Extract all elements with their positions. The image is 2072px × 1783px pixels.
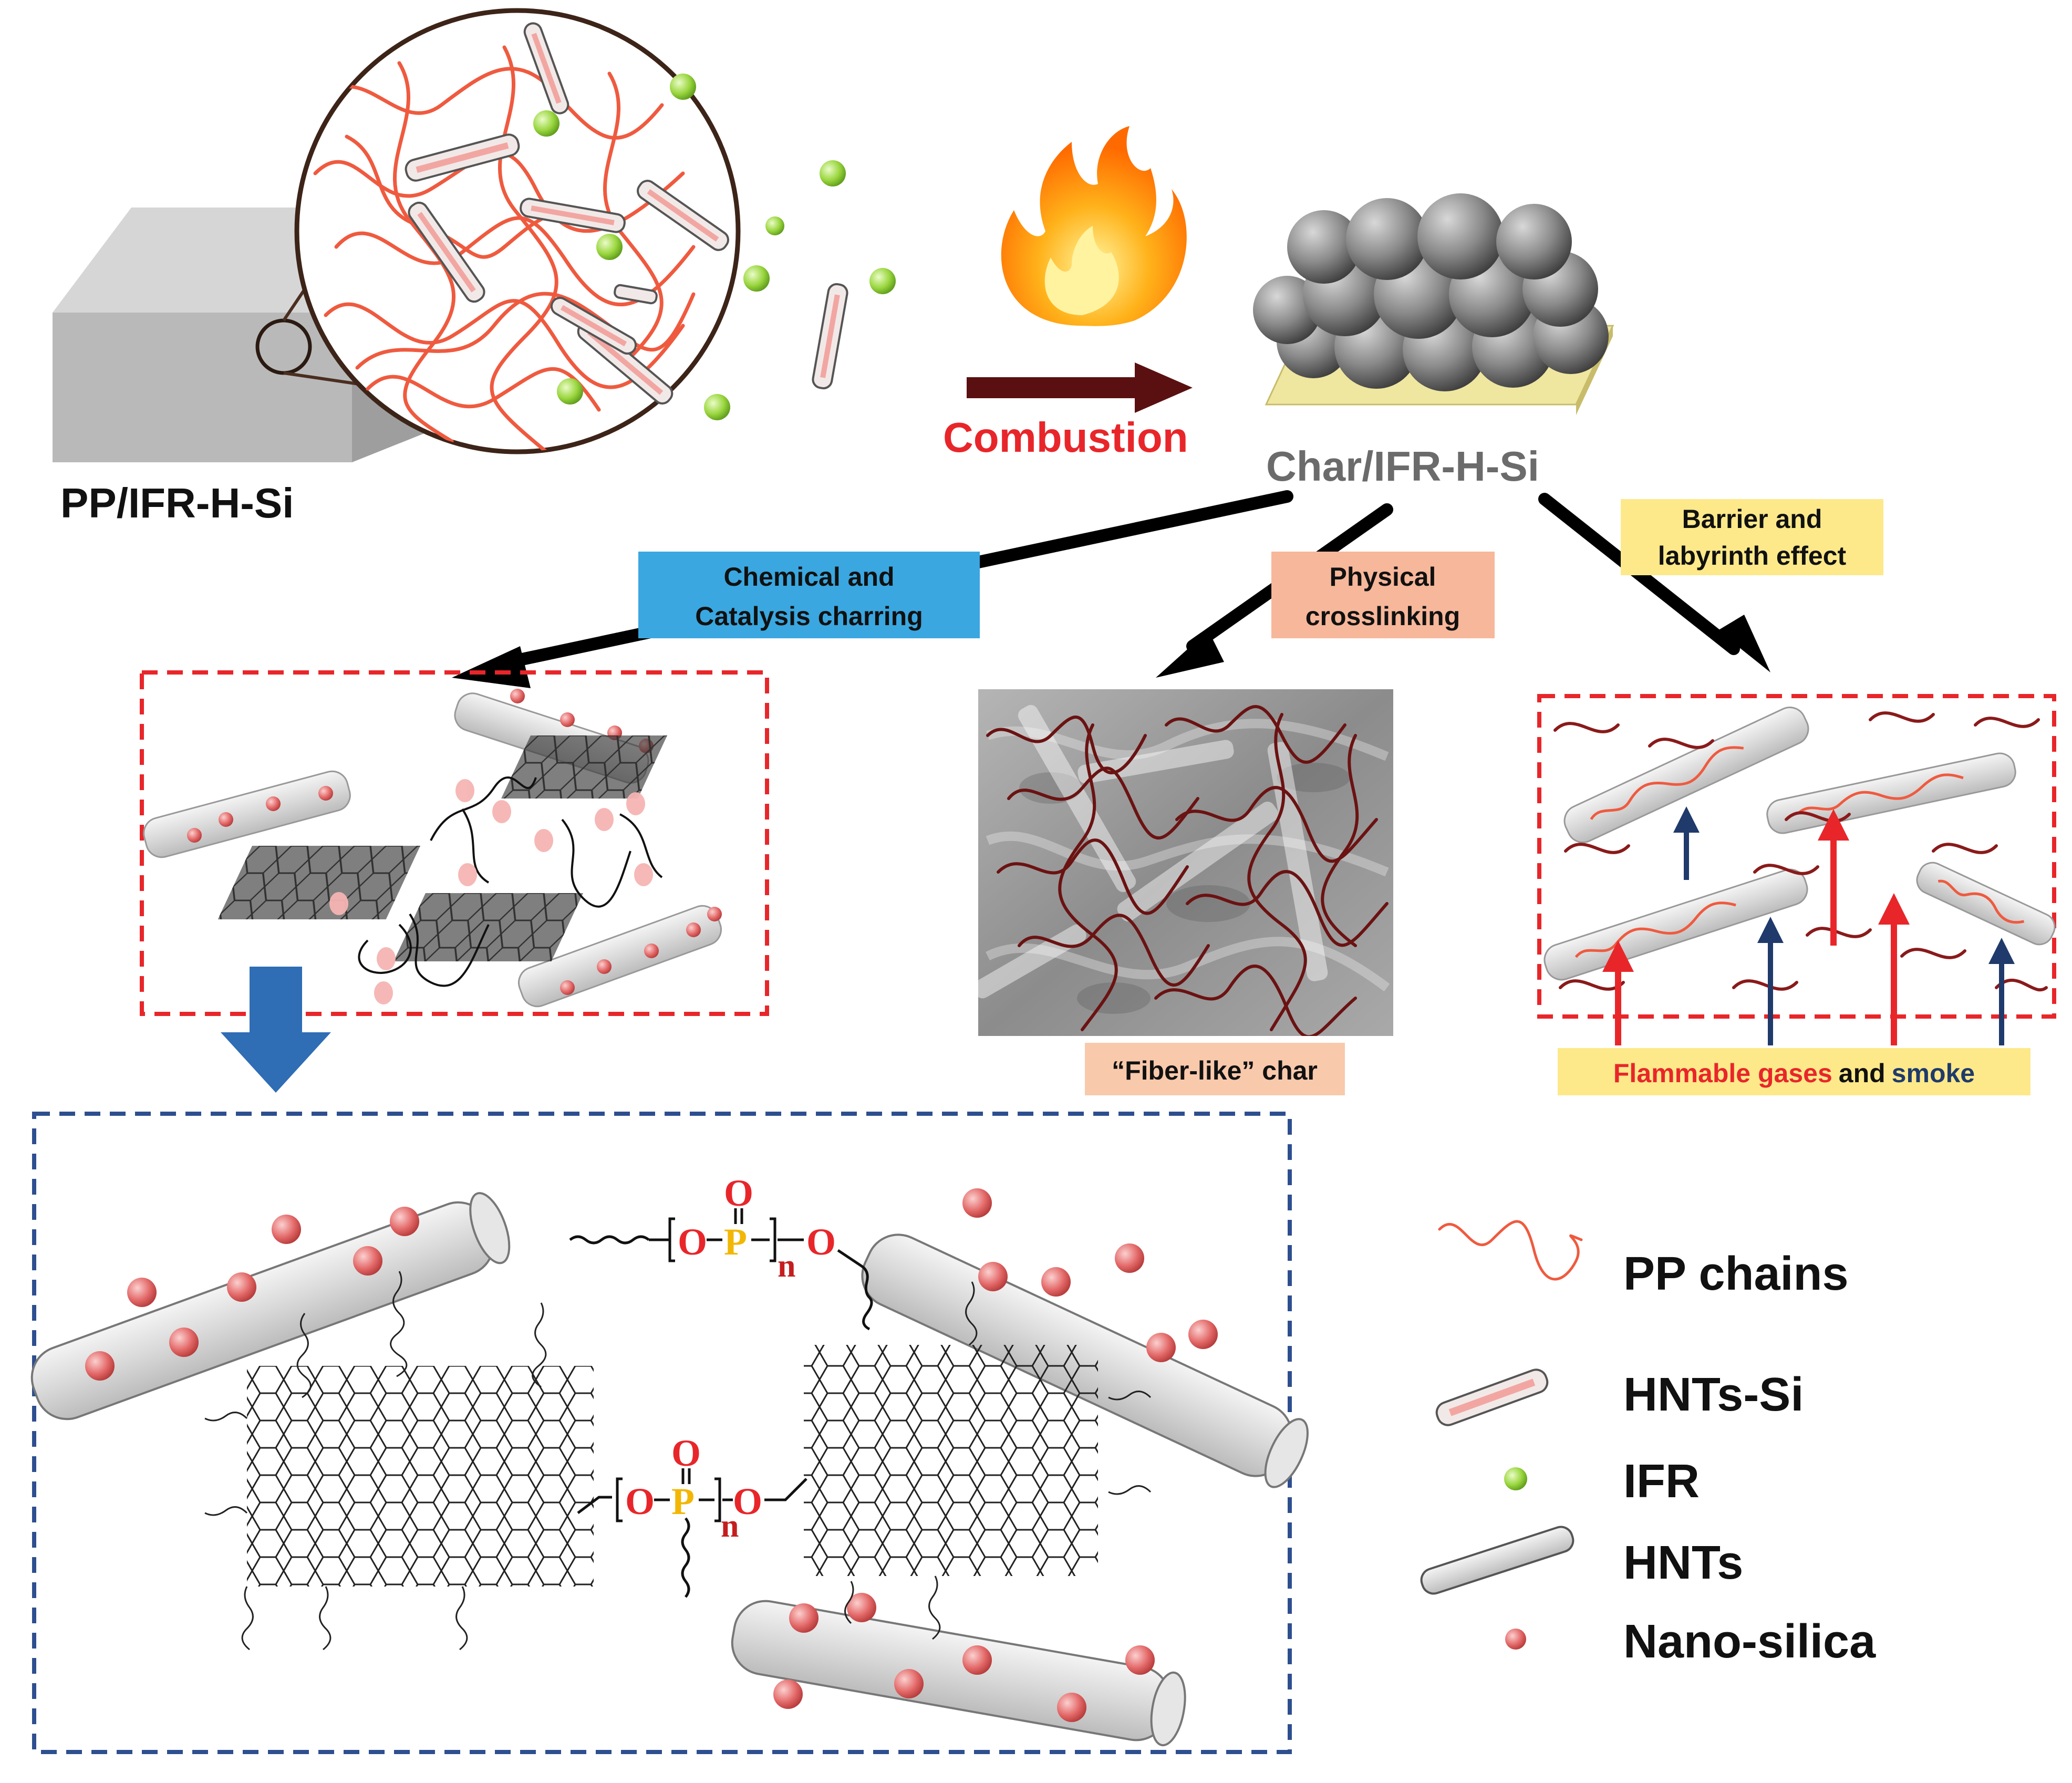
- molecular-panel: O P O n O O P O n O: [30, 1112, 1309, 1754]
- flame-icon: [1001, 126, 1187, 326]
- svg-text:crosslinking: crosslinking: [1306, 602, 1460, 631]
- zoom-hnts-si: [405, 22, 848, 405]
- fiber-caption-box: [1085, 1043, 1345, 1095]
- char-structure: [1253, 193, 1614, 415]
- svg-text:Chemical and: Chemical and: [723, 562, 894, 592]
- svg-text:O: O: [625, 1480, 655, 1522]
- svg-text:HNTs-Si: HNTs-Si: [1623, 1369, 1804, 1421]
- hnts-icon: [1420, 1526, 1574, 1595]
- svg-text:P: P: [724, 1221, 747, 1263]
- svg-text:labyrinth effect: labyrinth effect: [1658, 541, 1847, 571]
- svg-text:Catalysis charring: Catalysis charring: [695, 602, 923, 631]
- svg-text:O: O: [733, 1480, 762, 1522]
- svg-text:O: O: [724, 1172, 753, 1214]
- svg-text:n: n: [778, 1248, 795, 1284]
- mechanism-box-physical: Physical crosslinking: [1271, 552, 1495, 638]
- svg-text:PP chains: PP chains: [1623, 1248, 1849, 1300]
- svg-text:P: P: [671, 1480, 695, 1522]
- zoom-ifr-particles: [533, 74, 896, 420]
- combustion-label: Combustion: [943, 414, 1188, 461]
- barrier-panel: [1537, 694, 2056, 1045]
- svg-text:O: O: [671, 1432, 701, 1474]
- fiber-caption: “Fiber-like” char: [1112, 1056, 1318, 1085]
- svg-text:IFR: IFR: [1623, 1455, 1700, 1508]
- mechanism-box-chemical: Chemical and Catalysis charring: [638, 552, 980, 638]
- phosphate-top: O P O n O: [569, 1172, 873, 1331]
- aromatic-cluster-right: [804, 1281, 1152, 1640]
- catalysis-panel: [140, 670, 769, 1016]
- aromatic-cluster-left: [204, 1271, 594, 1651]
- ifr-icon: [1504, 1467, 1527, 1490]
- phosphate-middle: O P O n O: [577, 1432, 807, 1598]
- svg-text:O: O: [678, 1221, 707, 1263]
- legend: PP chains HNTs-Si IFR HNTs Nano-silica: [1420, 1220, 1876, 1668]
- char-label: Char/IFR-H-Si: [1266, 443, 1539, 490]
- combustion-arrow: [967, 362, 1193, 413]
- sem-panel: [978, 689, 1393, 1036]
- zoom-circle: [294, 8, 896, 454]
- nano-silica-icon: [1505, 1629, 1526, 1650]
- svg-text:Barrier and: Barrier and: [1682, 504, 1822, 534]
- svg-text:O: O: [806, 1221, 836, 1263]
- svg-text:n: n: [721, 1508, 739, 1544]
- down-arrow-icon: [221, 967, 331, 1093]
- svg-text:HNTs: HNTs: [1623, 1537, 1743, 1589]
- svg-text:Physical: Physical: [1330, 562, 1436, 592]
- gases-caption-box: [1558, 1048, 2030, 1095]
- char-sheet-1: [217, 846, 420, 919]
- material-label: PP/IFR-H-Si: [60, 480, 294, 526]
- svg-text:Nano-silica: Nano-silica: [1623, 1615, 1876, 1668]
- char-sheet-2: [501, 735, 667, 799]
- pp-chain-icon: [1438, 1220, 1583, 1281]
- hnts-si-icon: [1435, 1369, 1549, 1426]
- mechanism-box-barrier: Barrier and labyrinth effect: [1621, 499, 1883, 575]
